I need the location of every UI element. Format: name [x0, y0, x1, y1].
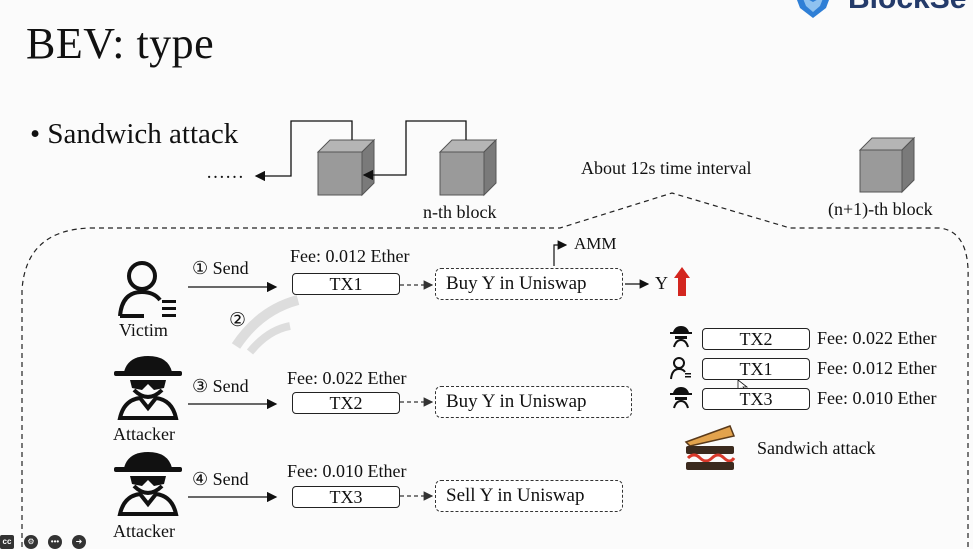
chain-link-arrow-1	[254, 120, 353, 182]
block-cube-nth	[438, 138, 498, 197]
next-block-label: (n+1)-th block	[828, 199, 933, 219]
chain-ellipsis: ……	[206, 162, 244, 183]
bullet-sandwich-attack: • Sandwich attack	[30, 118, 239, 150]
ordered-fee-1: Fee: 0.022 Ether	[817, 328, 937, 348]
attacker-icon-front	[114, 356, 182, 420]
attacker-front-action-label: Buy Y in Uniswap	[446, 391, 587, 412]
victim-action-label: Buy Y in Uniswap	[446, 273, 587, 294]
attacker-front-step-send: ③ Send	[192, 376, 249, 396]
attacker-back-action-box: Sell Y in Uniswap	[435, 480, 623, 512]
victim-small-icon	[670, 357, 691, 380]
result-y-label: Y	[655, 273, 668, 293]
ordered-tx-label-3: TX3	[739, 389, 773, 409]
attacker-back-action-label: Sell Y in Uniswap	[446, 485, 585, 506]
price-up-icon	[674, 267, 690, 296]
attacker-small-icon-2	[670, 387, 692, 409]
sandwich-attack-label: Sandwich attack	[757, 438, 876, 458]
shield-logo-icon	[797, 0, 829, 18]
attacker-front-action-box: Buy Y in Uniswap	[435, 386, 632, 418]
attacker-front-tx-box: TX2	[292, 392, 400, 414]
ordered-fee-3: Fee: 0.010 Ether	[817, 388, 937, 408]
ordered-tx-label-2: TX1	[739, 359, 773, 379]
victim-action-box: Buy Y in Uniswap	[435, 268, 623, 300]
victim-label: Victim	[119, 320, 168, 340]
block-cube-1	[316, 138, 376, 197]
block-cube-next	[858, 136, 916, 194]
attacker-back-fee: Fee: 0.010 Ether	[287, 461, 407, 481]
slide-title: BEV: type	[26, 19, 215, 68]
victim-icon	[118, 261, 176, 318]
amm-arrow	[553, 240, 568, 266]
ordered-tx-box-2: TX1	[702, 358, 810, 380]
blurred-wifi-icon	[231, 295, 300, 355]
attacker-front-fee: Fee: 0.022 Ether	[287, 368, 407, 388]
interval-label: About 12s time interval	[581, 158, 752, 178]
attacker-back-tx-box: TX3	[292, 486, 400, 508]
next-icon[interactable]: ➜	[72, 535, 86, 549]
attacker-front-label: Attacker	[113, 424, 175, 444]
ordered-tx-label-1: TX2	[739, 329, 773, 349]
ordered-tx-box-1: TX2	[702, 328, 810, 350]
ordered-tx-box-3: TX3	[702, 388, 810, 410]
victim-step-send: ① Send	[192, 258, 249, 278]
more-icon[interactable]: •••	[48, 535, 62, 549]
cc-icon[interactable]: cc	[0, 535, 14, 549]
chain-link-arrow-2	[362, 120, 467, 181]
attacker-front-tx-label: TX2	[329, 393, 363, 413]
settings-icon[interactable]: ⚙	[24, 535, 38, 549]
dashed-enclosure	[21, 192, 969, 547]
victim-fee: Fee: 0.012 Ether	[290, 246, 410, 266]
player-controls: cc ⚙ ••• ➜	[0, 535, 100, 549]
nth-block-label: n-th block	[423, 202, 497, 222]
ordered-fee-2: Fee: 0.012 Ether	[817, 358, 937, 378]
amm-label: AMM	[574, 234, 617, 253]
victim-tx-box: TX1	[292, 273, 400, 295]
victim-tx-label: TX1	[329, 274, 363, 294]
attacker-back-label: Attacker	[113, 521, 175, 541]
sandwich-icon	[684, 425, 736, 470]
logo: BlockSe	[790, 0, 973, 22]
attacker-back-tx-label: TX3	[329, 487, 363, 507]
logo-text: BlockSe	[848, 0, 966, 16]
attacker-back-step-send: ④ Send	[192, 469, 249, 489]
attacker-icon-back	[114, 452, 182, 516]
attacker-small-icon-1	[670, 326, 692, 348]
step-2-marker: ②	[229, 310, 247, 331]
